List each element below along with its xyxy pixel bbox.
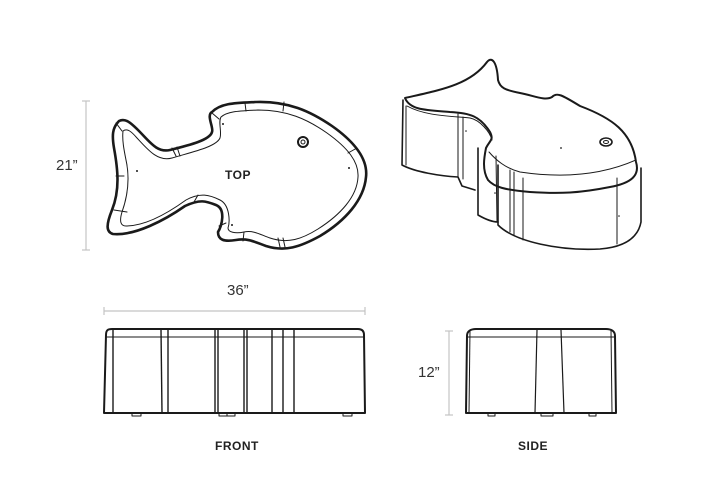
side-view-label: SIDE bbox=[518, 439, 549, 453]
side-view bbox=[465, 328, 617, 417]
front-view-label: FRONT bbox=[215, 439, 259, 453]
dimension-line-width bbox=[103, 307, 366, 315]
top-view-label: TOP bbox=[225, 168, 251, 182]
height-dimension-label: 12” bbox=[418, 364, 440, 381]
width-dimension-label: 36” bbox=[227, 282, 249, 299]
dimension-line-depth bbox=[82, 100, 90, 251]
front-view bbox=[103, 328, 366, 417]
perspective-view-fish bbox=[401, 58, 642, 251]
depth-dimension-label: 21” bbox=[56, 157, 78, 174]
dimension-line-height bbox=[445, 330, 453, 416]
top-view-fish bbox=[106, 100, 368, 250]
